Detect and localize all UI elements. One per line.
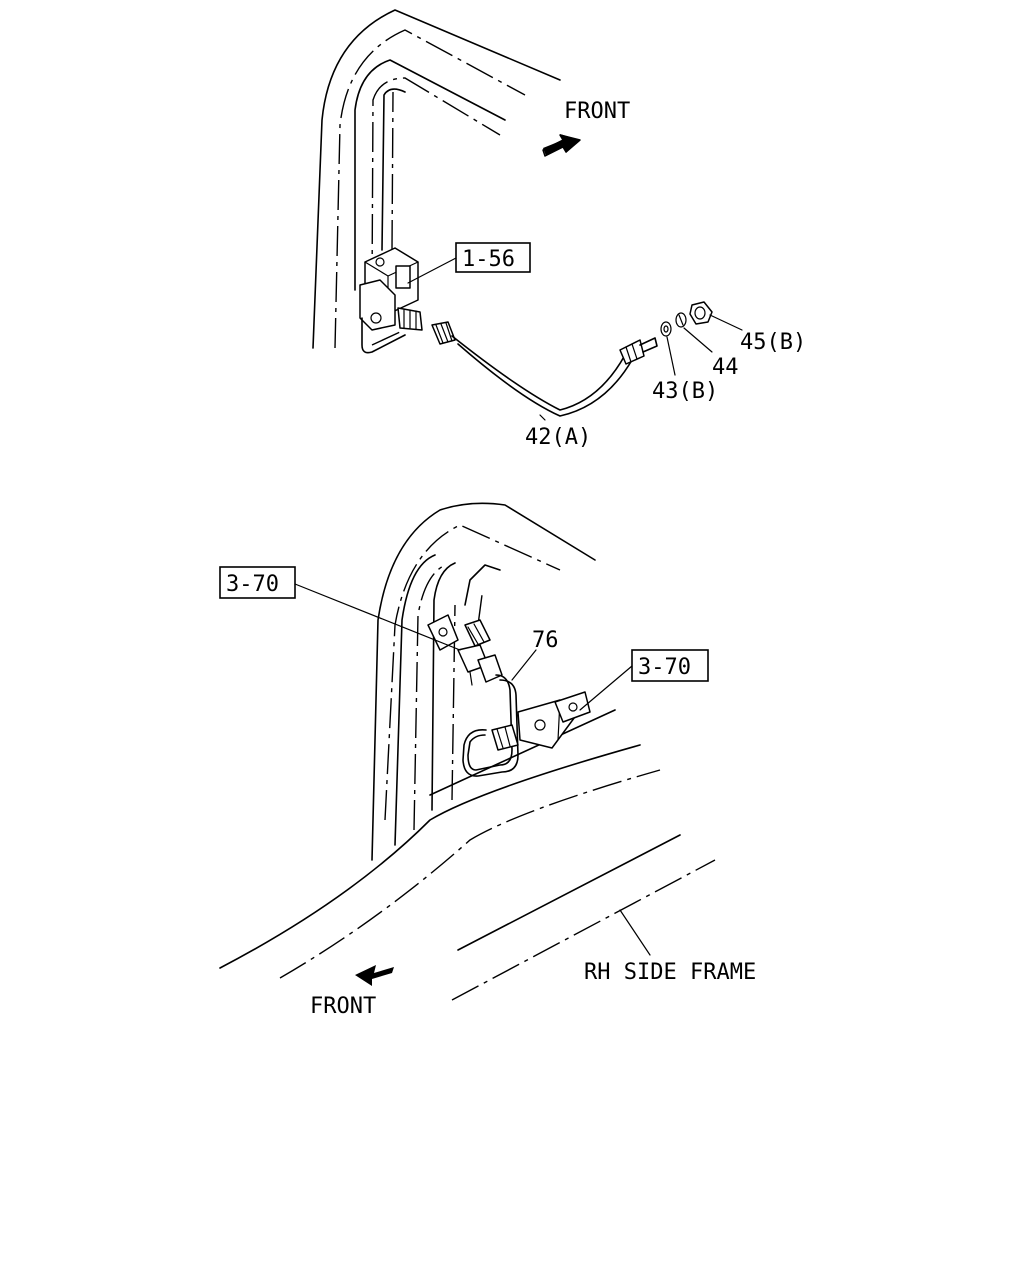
front-label-top: FRONT <box>564 99 630 124</box>
rh-side-frame-label: RH SIDE FRAME <box>584 960 756 985</box>
leader-43b <box>666 336 676 376</box>
leader-1-56 <box>407 257 457 284</box>
leader-42a <box>539 414 546 421</box>
part-label-45b: 45(B) <box>740 330 806 355</box>
leader-rh-side-frame <box>619 909 651 956</box>
part-label-42a: 42(A) <box>525 425 591 450</box>
brake-pipe-76 <box>462 674 519 777</box>
part-label-44: 44 <box>712 355 739 380</box>
part-label-76: 76 <box>532 628 559 653</box>
leader-44 <box>683 327 713 353</box>
valve-fitting-bottom <box>427 614 503 686</box>
valve-block-bottom <box>491 691 591 751</box>
ref-box-1-56 <box>455 242 531 273</box>
ref-label-3-70-left: 3-70 <box>226 572 279 597</box>
ref-label-3-70-right: 3-70 <box>638 655 691 680</box>
nut-45b <box>689 301 713 325</box>
top-frame-outline <box>312 9 561 349</box>
front-label-bottom: FRONT <box>310 994 376 1019</box>
part-label-43b: 43(B) <box>652 379 718 404</box>
leader-3-70-left <box>294 583 461 651</box>
ref-label-1-56: 1-56 <box>462 247 515 272</box>
washer-43b <box>660 321 672 337</box>
ref-box-3-70-left <box>219 566 296 599</box>
ref-box-3-70-right <box>631 649 709 682</box>
washer-44 <box>675 312 687 328</box>
valve-assembly-1-56 <box>359 247 423 354</box>
brake-hose-42a <box>431 321 658 417</box>
front-arrow-top <box>542 134 581 157</box>
rh-side-frame <box>219 709 716 1001</box>
leader-45b <box>709 314 743 331</box>
leader-3-70-right <box>579 665 633 711</box>
front-arrow-bottom <box>355 965 394 986</box>
leader-76 <box>511 649 537 681</box>
bottom-frame-outline <box>371 502 596 861</box>
